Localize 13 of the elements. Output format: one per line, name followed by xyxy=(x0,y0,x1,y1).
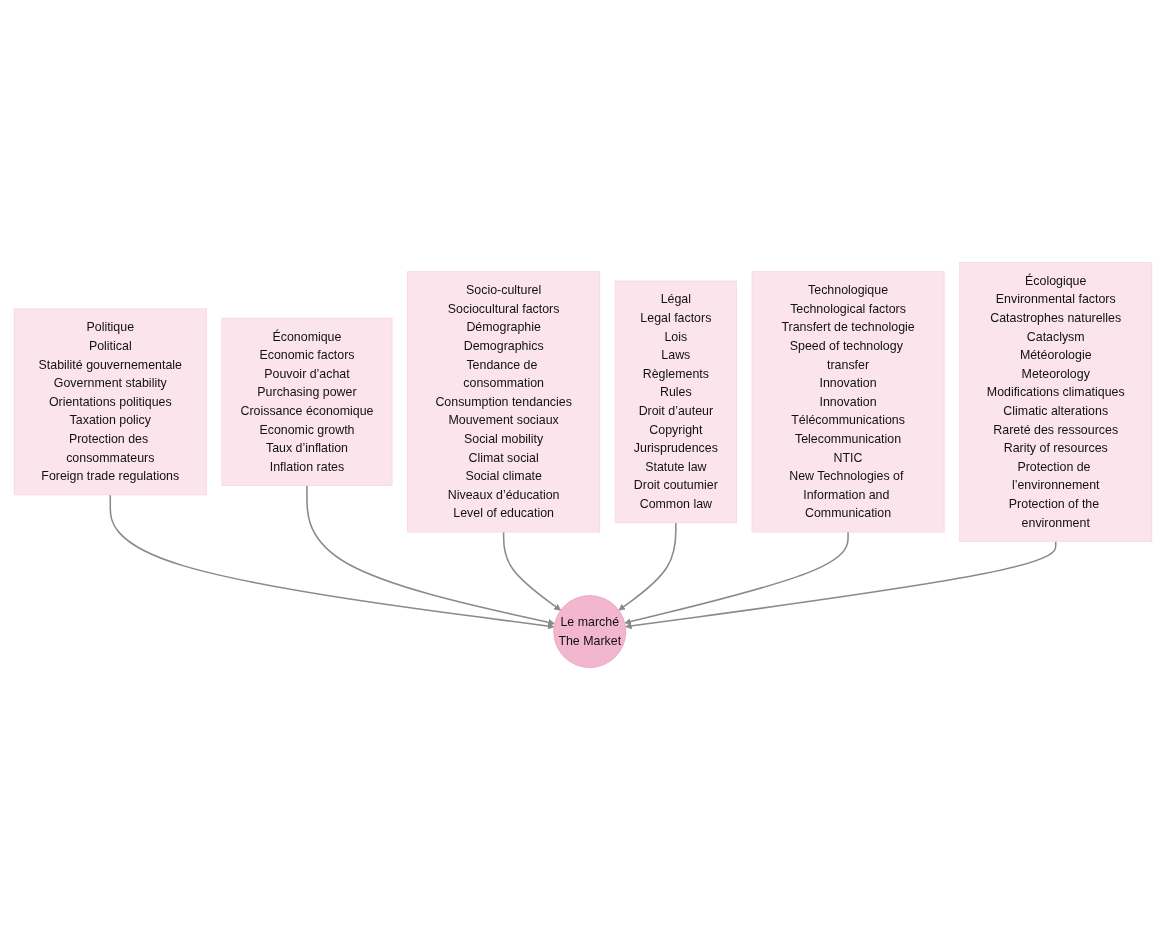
arrow xyxy=(109,494,555,630)
node-box: Écologique Environmental factors Catastrophes naturelles Cataclysm Météorologie Meteorology Modifications climatiques Climatic alterations Rareté des ressources Rarity of resources Protection de l’environnement Protection of the environment xyxy=(959,262,1153,542)
node-box: Socio-culturel Sociocultural factors Démographie Demographics Tendance de consommation Consumption tendancies Mouvement sociaux Social mobility Climat social Social climate Niveaux d’éducation Level of education xyxy=(407,271,601,533)
arrow xyxy=(625,540,1057,630)
arrow xyxy=(306,484,555,626)
arrow xyxy=(624,531,849,625)
node-box: Économique Economic factors Pouvoir d’achat Purchasing power Croissance économique Economic growth Taux d’inflation Inflation rates xyxy=(221,317,393,486)
node-circle: Le marché The Market xyxy=(553,595,627,668)
arrow xyxy=(618,522,677,611)
node-box: Légal Legal factors Lois Laws Règlements Rules Droit d’auteur Copyright Jurisprudences Statute law Droit coutumier Common law xyxy=(614,280,737,524)
node-box: Technologique Technological factors Transfert de technologie Speed of technology transfer Innovation Innovation Télécommunications Telecommunication NTIC New Technologies of Information and Communication xyxy=(751,271,945,533)
node-box: Politique Political Stabilité gouvernementale Government stability Orientations politiques Taxation policy Protection des consommateurs Foreign trade regulations xyxy=(13,308,207,496)
arrow xyxy=(502,531,561,611)
